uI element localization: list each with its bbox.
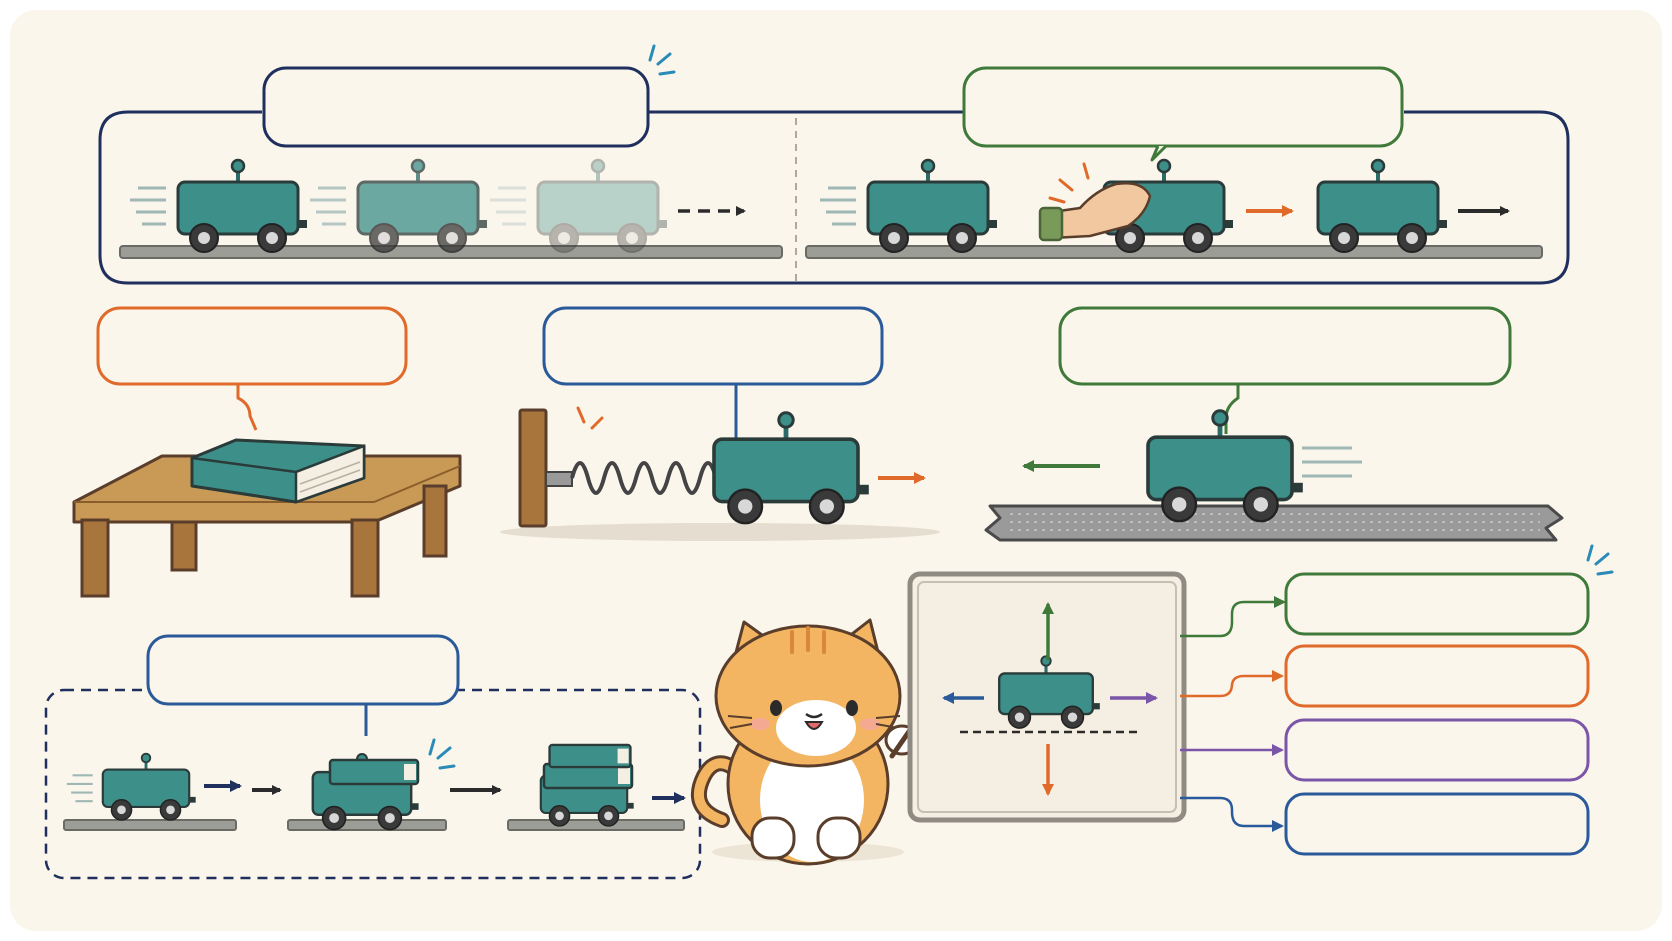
label-box-top-left: [262, 66, 650, 148]
label-box-force-up: [1284, 572, 1590, 636]
spring-group: [500, 306, 940, 541]
book-icon: [328, 758, 420, 786]
book-icon: [548, 743, 632, 769]
spring-icon: [545, 461, 730, 495]
label-box-spring: [542, 306, 884, 386]
label-box-force-right: [1284, 644, 1590, 708]
label-box-force-left: [1284, 718, 1590, 782]
track-top-right: [805, 245, 1543, 259]
book-on-table-group: [72, 306, 462, 598]
book-icon: [190, 438, 366, 504]
label-box-force-down: [1284, 792, 1590, 856]
friction-group: [984, 306, 1564, 542]
top-panel: [98, 44, 1570, 285]
label-box-mass-compare: [146, 634, 460, 706]
cat-icon: [691, 618, 920, 866]
label-box-book-on-table: [96, 306, 408, 386]
rug-icon: [984, 504, 1564, 542]
label-box-top-right: [962, 66, 1404, 148]
wall-icon: [518, 408, 548, 528]
hand-icon: [1038, 162, 1152, 242]
label-box-friction: [1058, 306, 1512, 386]
sparkle-icon: [576, 406, 604, 430]
force-diagram-group: [907, 544, 1614, 856]
